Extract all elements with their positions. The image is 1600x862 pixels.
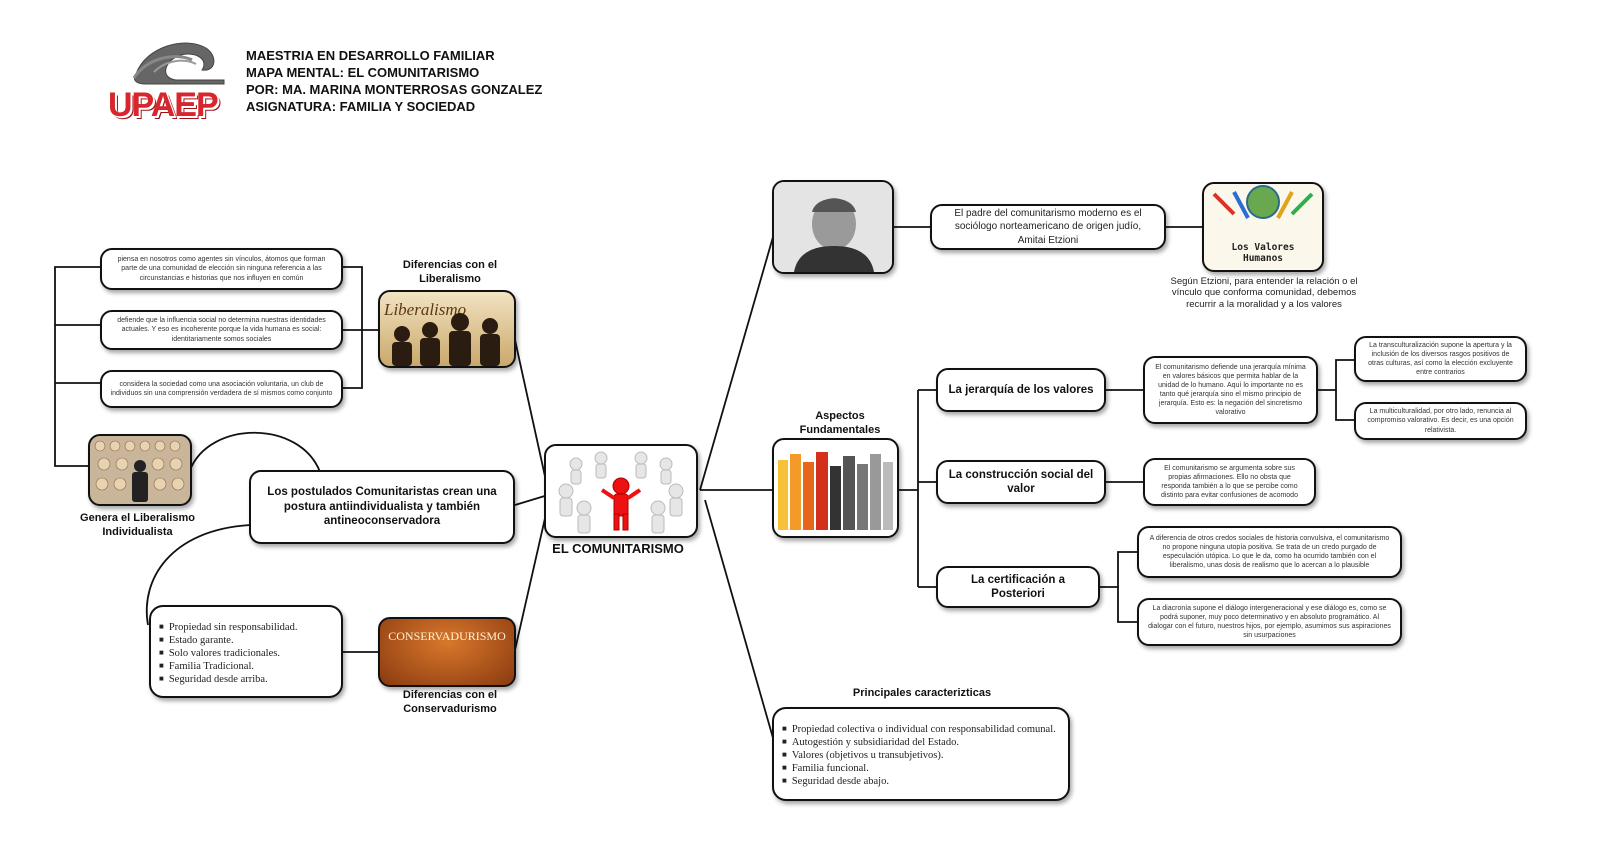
conservadurismo-item: Seguridad desde arriba. — [159, 673, 333, 686]
valores-image-text: Los Valores Humanos — [1231, 242, 1295, 264]
liberalismo-point-2: defiende que la influencia social no det… — [100, 310, 343, 350]
upaep-logo: UPAEP — [106, 36, 236, 126]
principales-item: Familia funcional. — [782, 762, 1060, 775]
central-image — [544, 444, 698, 538]
conservadurismo-list: Propiedad sin responsabilidad. Estado ga… — [149, 605, 343, 698]
jerarquia-box: La jerarquía de los valores — [936, 368, 1106, 412]
conservadurismo-title: Diferencias con el Conservadurismo — [402, 689, 498, 716]
principales-item: Propiedad colectiva o individual con res… — [782, 723, 1060, 736]
construccion-desc: El comunitarismo se argumenta sobre sus … — [1143, 458, 1316, 506]
certificacion-desc-1: A diferencia de otros credos sociales de… — [1137, 526, 1402, 578]
principales-title: Principales caracterizticas — [852, 687, 992, 699]
aspectos-title: Aspectos Fundamentales — [799, 410, 881, 437]
liberalismo-point-1: piensa en nosotros como agentes sin vínc… — [100, 248, 343, 290]
certificacion-box: La certificación a Posteriori — [936, 566, 1100, 608]
jerarquia-sub-1: La transculturalización supone la apertu… — [1354, 336, 1527, 382]
conservadurismo-image: CONSERVADURISMO — [378, 617, 516, 687]
valores-image: Los Valores Humanos — [1202, 182, 1324, 272]
liberalismo-image-text: Liberalismo — [384, 300, 467, 319]
principales-item: Valores (objetivos u transubjetivos). — [782, 749, 1060, 762]
individualista-image — [88, 434, 192, 506]
header-line-1: MAESTRIA EN DESARROLLO FAMILIAR — [246, 48, 495, 63]
jerarquia-desc: El comunitarismo defiende una jerarquía … — [1143, 356, 1318, 424]
conservadurismo-image-text: CONSERVADURISMO — [388, 629, 506, 643]
conservadurismo-item: Propiedad sin responsabilidad. — [159, 621, 333, 634]
construccion-box: La construcción social del valor — [936, 460, 1106, 504]
central-label: EL COMUNITARISMO — [552, 541, 684, 556]
valores-caption: Según Etzioni, para entender la relación… — [1170, 276, 1358, 310]
header-line-2: MAPA MENTAL: EL COMUNITARISMO — [246, 65, 480, 80]
jerarquia-sub-2: La multiculturalidad, por otro lado, ren… — [1354, 402, 1527, 440]
conservadurismo-item: Estado garante. — [159, 634, 333, 647]
header-text: MAESTRIA EN DESARROLLO FAMILIAR MAPA MEN… — [246, 47, 542, 115]
header-line-4: ASIGNATURA: FAMILIA Y SOCIEDAD — [246, 99, 476, 114]
individualista-label: Genera el Liberalismo Individualista — [80, 512, 195, 539]
postulados-box: Los postulados Comunitaristas crean una … — [249, 470, 515, 544]
certificacion-desc-2: La diacronía supone el diálogo intergene… — [1137, 598, 1402, 646]
aspectos-image — [772, 438, 899, 538]
liberalismo-image: Liberalismo — [378, 290, 516, 368]
principales-item: Autogestión y subsidiaridad del Estado. — [782, 736, 1060, 749]
conservadurismo-item: Solo valores tradicionales. — [159, 647, 333, 660]
etzioni-box: El padre del comunitarismo moderno es el… — [930, 204, 1166, 250]
conservadurismo-item: Familia Tradicional. — [159, 660, 333, 673]
liberalismo-point-3: considera la sociedad como una asociació… — [100, 370, 343, 408]
principales-item: Seguridad desde abajo. — [782, 775, 1060, 788]
principales-list: Propiedad colectiva o individual con res… — [772, 707, 1070, 801]
liberalismo-title: Diferencias con el Liberalismo — [402, 259, 498, 286]
etzioni-photo — [772, 180, 894, 274]
header-line-3: POR: MA. MARINA MONTERROSAS GONZALEZ — [246, 82, 543, 97]
logo-text: UPAEP — [108, 86, 219, 124]
